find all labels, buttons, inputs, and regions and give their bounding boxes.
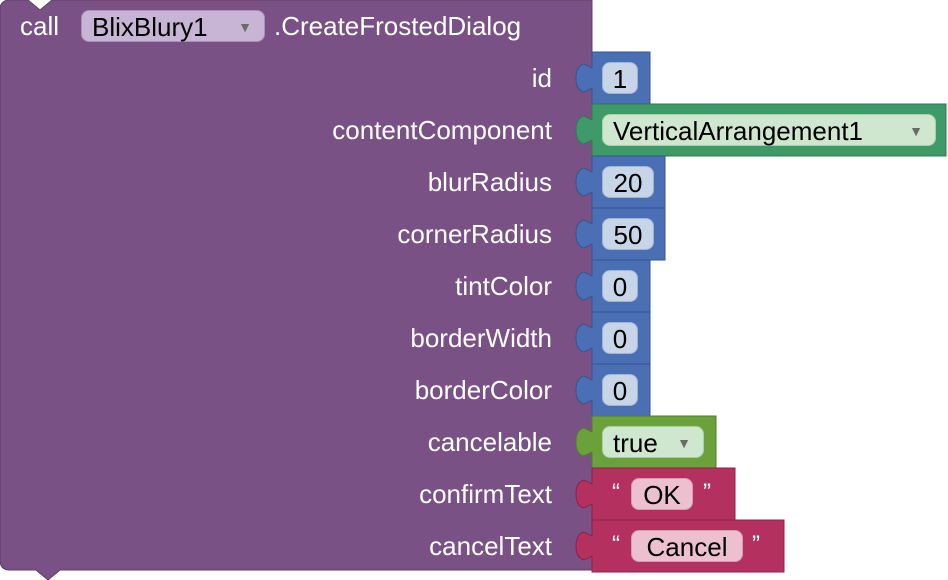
text-field-cancelText[interactable]: Cancel (631, 530, 743, 562)
logic-value: true (613, 428, 658, 458)
param-label-contentComponent: contentComponent (332, 115, 552, 145)
number-field-tintColor[interactable]: 0 (602, 270, 638, 302)
quote-close-icon: ” (703, 479, 711, 506)
dropdown-arrow-icon: ▼ (909, 123, 923, 139)
param-label-borderColor: borderColor (414, 375, 552, 405)
text-field-confirmText[interactable]: OK (631, 478, 693, 510)
param-label-cancelText: cancelText (429, 531, 552, 561)
logic-dropdown-cancelable[interactable]: true ▼ (602, 426, 704, 458)
param-label-cancelable: cancelable (427, 427, 552, 457)
param-label-cornerRadius: cornerRadius (397, 219, 552, 249)
component-dropdown[interactable]: BlixBlury1 ▼ (81, 10, 265, 42)
number-field-blurRadius[interactable]: 20 (602, 166, 654, 198)
param-label-blurRadius: blurRadius (427, 167, 552, 197)
quote-open-icon: “ (612, 531, 620, 558)
dropdown-arrow-icon: ▼ (677, 435, 691, 451)
dropdown-arrow-icon: ▼ (238, 19, 252, 35)
param-label-borderWidth: borderWidth (410, 323, 552, 353)
number-field-borderColor[interactable]: 0 (602, 374, 638, 406)
method-name: .CreateFrostedDialog (274, 11, 522, 41)
component-value: VerticalArrangement1 (613, 116, 864, 146)
param-label-id: id (531, 63, 552, 93)
number-field-cornerRadius[interactable]: 50 (602, 218, 654, 250)
call-label: call (20, 11, 60, 41)
quote-open-icon: “ (612, 479, 620, 506)
component-name: BlixBlury1 (92, 12, 208, 42)
quote-close-icon: ” (752, 531, 760, 558)
component-dropdown-contentComponent[interactable]: VerticalArrangement1 ▼ (602, 114, 936, 146)
number-field-borderWidth[interactable]: 0 (602, 322, 638, 354)
param-label-confirmText: confirmText (419, 479, 552, 509)
param-label-tintColor: tintColor (455, 271, 552, 301)
number-field-id[interactable]: 1 (602, 62, 638, 94)
